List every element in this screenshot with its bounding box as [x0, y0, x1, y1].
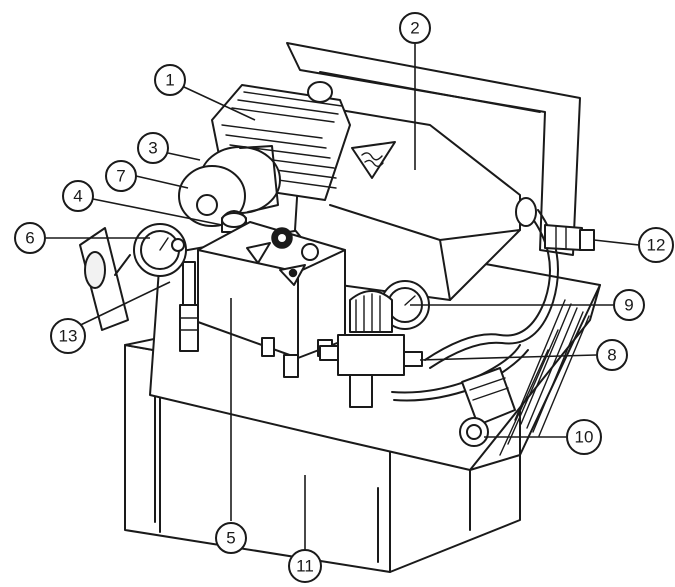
callout-8-label: 8	[607, 346, 616, 365]
callout-9-label: 9	[624, 296, 633, 315]
leader-lines	[46, 44, 640, 566]
callout-5-label: 5	[226, 529, 235, 548]
hot-surface-warning-icon	[351, 141, 396, 179]
pressure-regulator	[319, 280, 430, 408]
callout-3-label: 3	[148, 139, 157, 158]
callout-2: 2	[399, 12, 431, 44]
callout-13-label: 13	[59, 327, 78, 346]
callout-4: 4	[62, 180, 94, 212]
callout-4-label: 4	[73, 187, 82, 206]
callout-3: 3	[137, 132, 169, 164]
callout-12: 12	[638, 227, 674, 263]
safety-valve	[179, 261, 199, 352]
callout-9: 9	[613, 289, 645, 321]
power-symbol-icon	[271, 227, 293, 249]
outlet-connector	[459, 367, 516, 447]
callout-1-label: 1	[165, 71, 174, 90]
rear-shield-panel	[286, 42, 581, 256]
tank-pressure-gauge	[79, 223, 187, 331]
callout-8: 8	[596, 339, 628, 371]
callout-12-label: 12	[647, 236, 666, 255]
callout-6-label: 6	[25, 229, 34, 248]
callout-13: 13	[50, 318, 86, 354]
warning-triangle-icon	[246, 242, 271, 264]
callout-11-label: 11	[296, 557, 314, 576]
callout-2-label: 2	[410, 19, 419, 38]
motor-cover	[294, 109, 521, 301]
callout-5: 5	[215, 522, 247, 554]
callout-10-label: 10	[575, 428, 594, 447]
callout-7: 7	[105, 160, 137, 192]
callout-1: 1	[154, 64, 186, 96]
fan-warning-icon	[279, 264, 306, 286]
manual-icon	[301, 243, 319, 261]
pressure-switch	[197, 221, 346, 378]
callout-11: 11	[288, 549, 322, 583]
quick-coupler-outlet	[515, 197, 595, 251]
callout-10: 10	[566, 419, 602, 455]
callout-6: 6	[14, 222, 46, 254]
callout-7-label: 7	[116, 167, 125, 186]
